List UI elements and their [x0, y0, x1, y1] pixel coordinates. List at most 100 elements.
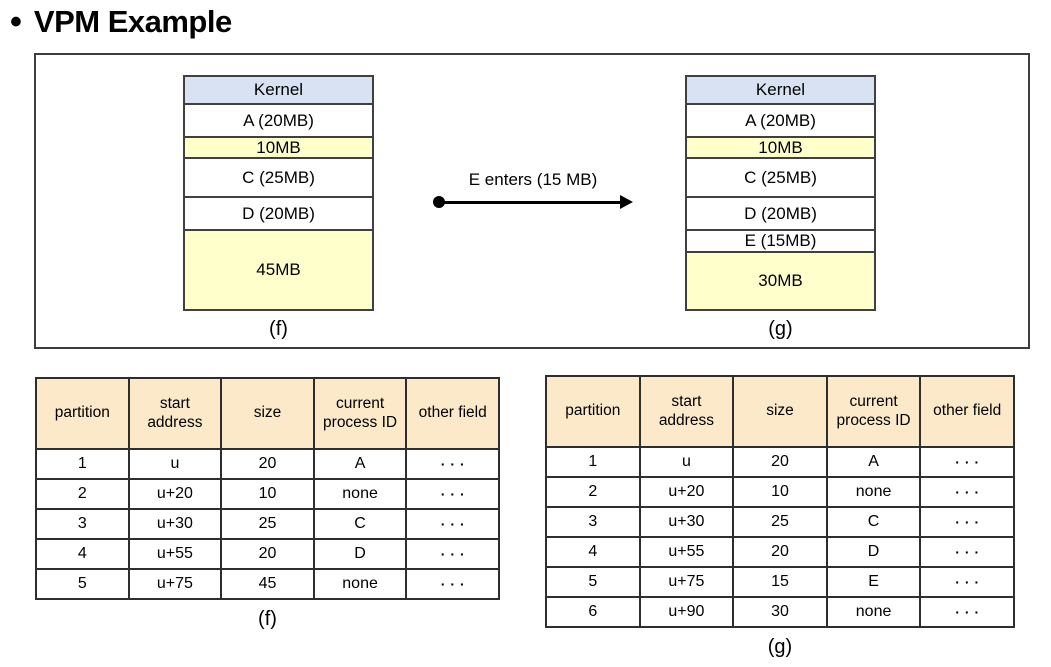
column-header: size [732, 375, 828, 448]
column-header: current process ID [825, 375, 922, 448]
arrow-head [620, 195, 633, 209]
memory-segment: D (20MB) [185, 198, 372, 231]
table-cell: ··· [919, 536, 1015, 568]
column-header: size [220, 377, 315, 450]
memory-segment: A (20MB) [185, 105, 372, 138]
table-cell: 3 [545, 506, 641, 538]
memory-segment: Kernel [185, 77, 372, 105]
table-cell: ··· [405, 508, 500, 540]
column-header: partition [545, 375, 641, 448]
table-cell: 10 [732, 476, 828, 508]
table-cell: C [825, 506, 922, 538]
column-header: start address [127, 377, 223, 450]
table-cell: 2 [35, 478, 130, 510]
table-cell: 5 [545, 566, 641, 598]
memory-segment: A (20MB) [687, 105, 874, 138]
memory-segment: D (20MB) [687, 198, 874, 231]
table-cell: 20 [220, 538, 315, 570]
transition-arrow-group: E enters (15 MB) [433, 170, 633, 209]
table-cell: 10 [220, 478, 315, 510]
table-cell: 20 [220, 448, 315, 480]
table-cell: u [127, 448, 223, 480]
table-cell: ··· [919, 596, 1015, 628]
table-cell: 2 [545, 476, 641, 508]
table-cell: u+75 [638, 566, 735, 598]
table-cell: D [825, 536, 922, 568]
table-cell: 30 [732, 596, 828, 628]
table-cell: ··· [405, 478, 500, 510]
table-cell: 4 [35, 538, 130, 570]
memory-segment: C (25MB) [185, 159, 372, 198]
table-cell: u+90 [638, 596, 735, 628]
table-cell: 6 [545, 596, 641, 628]
table-cell: none [312, 568, 408, 600]
table-cell: none [825, 476, 922, 508]
table-cell: u+30 [127, 508, 223, 540]
table-cell: A [825, 446, 922, 478]
table-cell: E [825, 566, 922, 598]
table-cell: 5 [35, 568, 130, 600]
bullet-icon: • [10, 3, 22, 41]
table-cell: 25 [732, 506, 828, 538]
table-cell: u+75 [127, 568, 223, 600]
table-cell: C [312, 508, 408, 540]
table-cell: u+55 [127, 538, 223, 570]
table-cell: ··· [919, 506, 1015, 538]
table-cell: 4 [545, 536, 641, 568]
table-cell: ··· [919, 476, 1015, 508]
table-cell: none [825, 596, 922, 628]
column-header: other field [919, 375, 1015, 448]
arrow-shaft [439, 200, 623, 204]
column-header: current process ID [312, 377, 408, 450]
memory-segment: Kernel [687, 77, 874, 105]
table-cell: ··· [405, 448, 500, 480]
table-cell: u+30 [638, 506, 735, 538]
title-text: VPM Example [33, 4, 232, 39]
memory-segment: 30MB [687, 253, 874, 309]
table-cell: 15 [732, 566, 828, 598]
table-caption-before: (f) [258, 608, 277, 630]
right-arrow-icon [433, 195, 633, 209]
table-cell: 1 [35, 448, 130, 480]
stack-caption-after: (g) [768, 318, 793, 340]
table-cell: 1 [545, 446, 641, 478]
table-cell: 25 [220, 508, 315, 540]
table-cell: 20 [732, 446, 828, 478]
table-cell: A [312, 448, 408, 480]
column-header: other field [405, 377, 500, 450]
table-cell: ··· [405, 538, 500, 570]
memory-segment: C (25MB) [687, 159, 874, 198]
arrow-label: E enters (15 MB) [468, 170, 598, 189]
table-cell: 3 [35, 508, 130, 540]
table-cell: D [312, 538, 408, 570]
column-header: partition [35, 377, 130, 450]
table-cell: ··· [919, 566, 1015, 598]
memory-segment: 10MB [687, 138, 874, 159]
column-header: start address [638, 375, 735, 448]
memory-segment: 45MB [185, 231, 372, 309]
memory-segment: E (15MB) [687, 231, 874, 253]
table-cell: ··· [405, 568, 500, 600]
table-cell: 20 [732, 536, 828, 568]
table-cell: u+20 [127, 478, 223, 510]
